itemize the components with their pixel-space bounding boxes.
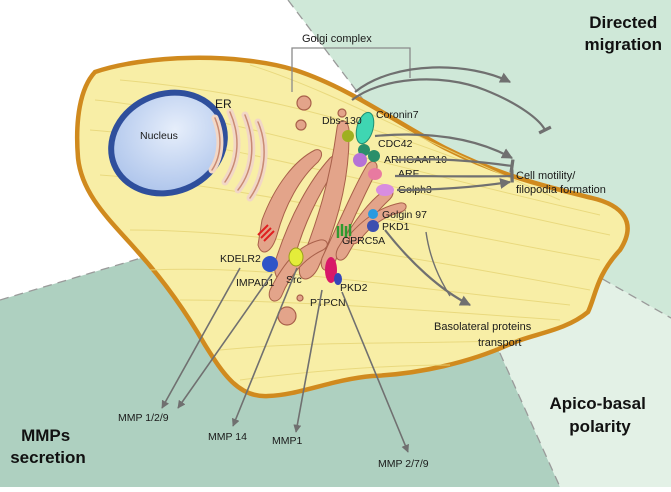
arf-protein	[368, 168, 382, 180]
ptpcn-label: PTPCN	[310, 297, 346, 309]
dbs130-label: Dbs-130	[322, 115, 362, 127]
mmp1-label: MMP1	[272, 435, 302, 447]
apico-basal-line1: Apico-basal	[549, 394, 645, 413]
er-label: ER	[215, 97, 232, 111]
golgin97-label: Golgin 97	[382, 209, 427, 221]
kdelr2-label: KDELR2	[220, 253, 261, 265]
cell-motility-line1: Cell motility/	[516, 170, 576, 182]
dbs130-protein	[342, 130, 354, 142]
golgi-complex-bracket	[291, 47, 411, 92]
src-label: Src	[286, 274, 302, 286]
src-protein	[288, 247, 304, 267]
endoplasmic-reticulum	[208, 108, 268, 202]
cdc42-protein-a	[358, 144, 370, 156]
signaling-arrows	[351, 66, 552, 306]
mmp14-label: MMP 14	[208, 431, 247, 443]
mmps-secretion-title: MMPs secretion	[10, 426, 86, 467]
nucleus-label: Nucleus	[140, 130, 178, 142]
nucleus	[108, 89, 228, 197]
directed-migration-title: Directed migration	[585, 13, 662, 54]
ptpcn-protein	[334, 273, 342, 285]
golgi-stack	[257, 120, 407, 302]
arf-label: ARF	[398, 168, 419, 180]
basolateral-label: Basolateral proteins transport	[434, 321, 534, 349]
directed-migration-line2: migration	[585, 35, 662, 54]
impad1-label: IMPAD1	[236, 277, 274, 289]
cdc42-label: CDC42	[378, 138, 413, 150]
golgin97-protein	[368, 209, 378, 219]
cell-motility-line2: filopodia formation	[516, 184, 606, 196]
mmps-secretion-line2: secretion	[10, 448, 86, 467]
gprc5a-label: GPRC5A	[342, 235, 385, 247]
pkd2-protein	[325, 257, 337, 283]
golgi-vesicles	[277, 95, 347, 326]
secretion-arrows	[161, 267, 409, 453]
coronin7-label: Coronin7	[376, 109, 419, 121]
basolateral-line2: transport	[478, 337, 521, 349]
golph3-protein	[376, 184, 394, 196]
impad1-protein	[262, 256, 278, 272]
arhgaap10-protein	[353, 153, 367, 167]
directed-migration-line1: Directed	[589, 13, 657, 32]
mmps-secretion-line1: MMPs	[21, 426, 70, 445]
mmp129-label: MMP 1/2/9	[118, 412, 169, 424]
cell-motility-label: Cell motility/ filopodia formation	[516, 170, 606, 196]
gprc5a-protein	[336, 224, 352, 238]
coronin7-protein	[355, 111, 375, 145]
pkd1-protein	[367, 220, 379, 232]
mmp279-label: MMP 2/7/9	[378, 458, 429, 470]
basolateral-line1: Basolateral proteins	[434, 321, 532, 333]
golgi-complex-label: Golgi complex	[302, 33, 372, 45]
kdelr2-protein	[257, 224, 275, 242]
pkd1-label: PKD1	[382, 221, 410, 233]
pkd2-label: PKD2	[340, 282, 368, 294]
apico-basal-title: Apico-basal polarity	[549, 394, 650, 436]
apico-basal-line2: polarity	[569, 417, 631, 436]
cdc42-protein-b	[368, 150, 380, 162]
